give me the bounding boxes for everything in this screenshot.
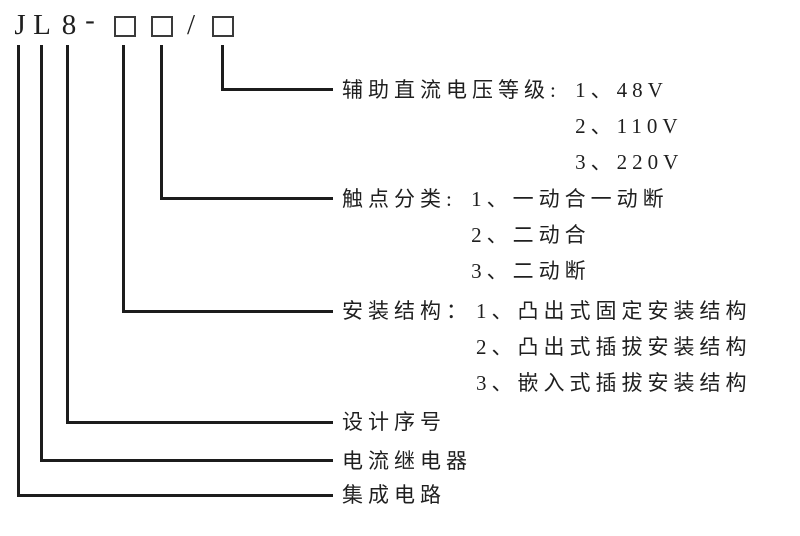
option-item: 3、二动断 (471, 259, 591, 283)
option-list: 1、48V 2、110V 3、220V (575, 72, 683, 180)
model-slash: / (186, 9, 196, 41)
connector-line-contact-type (160, 45, 333, 200)
connector-line-mounting-structure (122, 45, 333, 313)
placeholder-box-mounting (114, 16, 136, 37)
option-list: 1、凸出式固定安装结构 2、凸出式插拔安装结构 3、嵌入式插拔安装结构 (476, 293, 752, 401)
option-list: 1、一动合一动断 2、二动合 3、二动断 (471, 181, 669, 289)
connector-line-design-serial (66, 45, 333, 424)
section-label-mounting-structure: 安装结构： (342, 299, 472, 323)
option-item: 2、110V (575, 114, 683, 138)
connector-line-aux-voltage (221, 45, 333, 91)
option-item: 2、二动合 (471, 223, 591, 247)
model-letter-j: J (14, 9, 26, 41)
section-label-integrated-circuit: 集成电路 (342, 483, 446, 507)
section-mounting-structure: 安装结构： 1、凸出式固定安装结构 2、凸出式插拔安装结构 3、嵌入式插拔安装结… (342, 293, 752, 401)
connector-line-integrated-circuit (17, 45, 333, 497)
option-item: 1、一动合一动断 (471, 187, 669, 211)
model-digit-8: 8 (61, 9, 77, 41)
section-label-aux-voltage: 辅助直流电压等级: (342, 78, 572, 102)
section-label-current-relay: 电流继电器 (342, 449, 472, 473)
placeholder-box-contact (151, 16, 173, 37)
connector-line-current-relay (40, 45, 333, 462)
section-design-serial: 设计序号 (342, 404, 446, 440)
section-aux-voltage: 辅助直流电压等级: 1、48V 2、110V 3、220V (342, 72, 683, 180)
option-item: 1、48V (575, 78, 668, 102)
model-dash: - (85, 4, 95, 36)
option-item: 1、凸出式固定安装结构 (476, 299, 752, 323)
model-letter-l: L (33, 9, 51, 41)
section-label-contact-type: 触点分类: (342, 187, 468, 211)
option-item: 3、220V (575, 150, 684, 174)
section-integrated-circuit: 集成电路 (342, 477, 446, 513)
section-current-relay: 电流继电器 (342, 443, 472, 479)
option-item: 2、凸出式插拔安装结构 (476, 335, 752, 359)
section-label-design-serial: 设计序号 (342, 410, 446, 434)
section-contact-type: 触点分类: 1、一动合一动断 2、二动合 3、二动断 (342, 181, 669, 289)
placeholder-box-voltage (212, 16, 234, 37)
option-item: 3、嵌入式插拔安装结构 (476, 371, 752, 395)
